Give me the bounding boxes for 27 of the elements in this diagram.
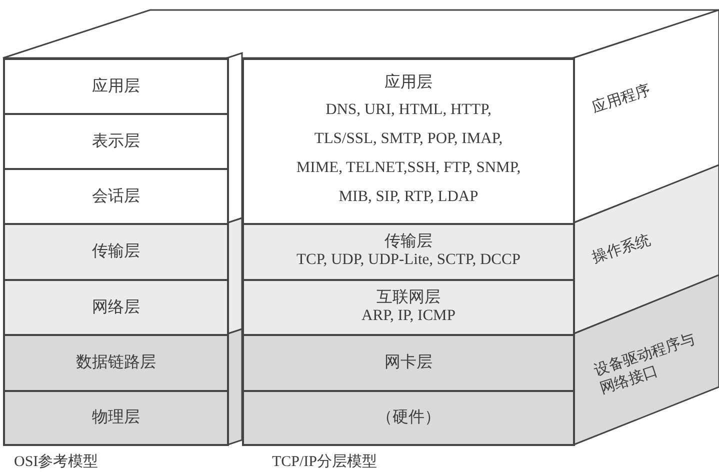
model-caption: TCP/IP分层模型 bbox=[272, 452, 378, 471]
osi-layer-box bbox=[3, 113, 229, 170]
layer-name: 物理层 bbox=[92, 408, 140, 428]
osi-layer-box bbox=[3, 58, 229, 115]
osi-layer-box bbox=[3, 223, 229, 281]
tcpip-layer-box bbox=[242, 58, 575, 225]
model-caption: OSI参考模型 bbox=[14, 452, 98, 471]
osi-layer-box bbox=[3, 168, 229, 225]
layer-name: 会话层 bbox=[92, 186, 140, 206]
layer-name: 网卡层 bbox=[384, 353, 432, 373]
layer-name: 数据链路层 bbox=[76, 353, 156, 373]
tcpip-layer-box bbox=[242, 390, 575, 446]
band-label: 操作系统 bbox=[590, 225, 672, 268]
tcpip-layer-box bbox=[242, 334, 575, 392]
layer-name: 表示层 bbox=[92, 132, 140, 152]
layer-name: 应用层 bbox=[92, 76, 140, 96]
osi-layer-box bbox=[3, 334, 229, 392]
protocol-list: DNS, URI, HTML, HTTP, TLS/SSL, SMTP, POP, IMAP, MIME, TELNET,SSH, FTP, SNMP, MIB, SIP, RTP, LDAP bbox=[294, 94, 524, 210]
tcpip-layer-box bbox=[242, 223, 575, 281]
layer-name: 网络层 bbox=[92, 298, 140, 318]
layer-name: 传输层 bbox=[92, 242, 140, 262]
osi-layer-box bbox=[3, 390, 229, 446]
layer-name: （硬件） bbox=[376, 408, 440, 428]
layer-name: 应用层 bbox=[384, 72, 432, 92]
tcpip-layer-box bbox=[242, 279, 575, 336]
osi-layer-box bbox=[3, 279, 229, 336]
band-label: 应用程序 bbox=[590, 75, 672, 118]
